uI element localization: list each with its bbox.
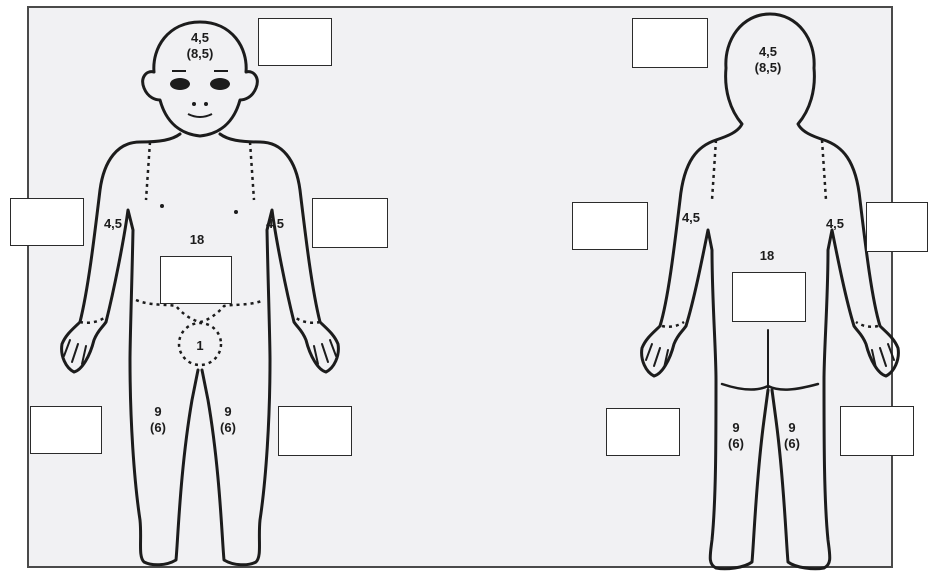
front-head-label: 4,5 (8,5)	[176, 30, 224, 62]
front-right-arm-label: 4,5	[98, 216, 128, 232]
front-left-arm-label: 4,5	[260, 216, 290, 232]
front-head-alt: (8,5)	[176, 46, 224, 62]
front-head-value: 4,5	[176, 30, 224, 46]
answer-box-front-right-leg[interactable]	[30, 406, 102, 454]
answer-box-back-trunk[interactable]	[732, 272, 806, 322]
front-left-leg-label: 9 (6)	[216, 404, 240, 436]
back-right-arm-label: 4,5	[820, 216, 850, 232]
front-right-leg-label: 9 (6)	[146, 404, 170, 436]
answer-box-front-right-arm[interactable]	[10, 198, 84, 246]
back-left-leg-alt: (6)	[724, 436, 748, 452]
front-left-leg-alt: (6)	[216, 420, 240, 436]
front-right-leg-value: 9	[146, 404, 170, 420]
back-head-value: 4,5	[744, 44, 792, 60]
front-right-leg-alt: (6)	[146, 420, 170, 436]
front-left-leg-value: 9	[216, 404, 240, 420]
answer-box-back-left-leg[interactable]	[606, 408, 680, 456]
answer-box-back-head[interactable]	[632, 18, 708, 68]
answer-box-front-left-leg[interactable]	[278, 406, 352, 456]
back-head-alt: (8,5)	[744, 60, 792, 76]
front-trunk-label: 18	[182, 232, 212, 248]
back-right-leg-alt: (6)	[780, 436, 804, 452]
answer-box-front-head[interactable]	[258, 18, 332, 66]
front-genitals-label: 1	[190, 338, 210, 354]
back-left-leg-value: 9	[724, 420, 748, 436]
answer-box-front-left-arm[interactable]	[312, 198, 388, 248]
back-trunk-label: 18	[752, 248, 782, 264]
back-left-leg-label: 9 (6)	[724, 420, 748, 452]
back-head-label: 4,5 (8,5)	[744, 44, 792, 76]
back-left-arm-label: 4,5	[676, 210, 706, 226]
answer-box-back-left-arm[interactable]	[572, 202, 648, 250]
answer-box-front-trunk[interactable]	[160, 256, 232, 304]
answer-box-back-right-arm[interactable]	[866, 202, 928, 252]
back-right-leg-value: 9	[780, 420, 804, 436]
back-right-leg-label: 9 (6)	[780, 420, 804, 452]
answer-box-back-right-leg[interactable]	[840, 406, 914, 456]
